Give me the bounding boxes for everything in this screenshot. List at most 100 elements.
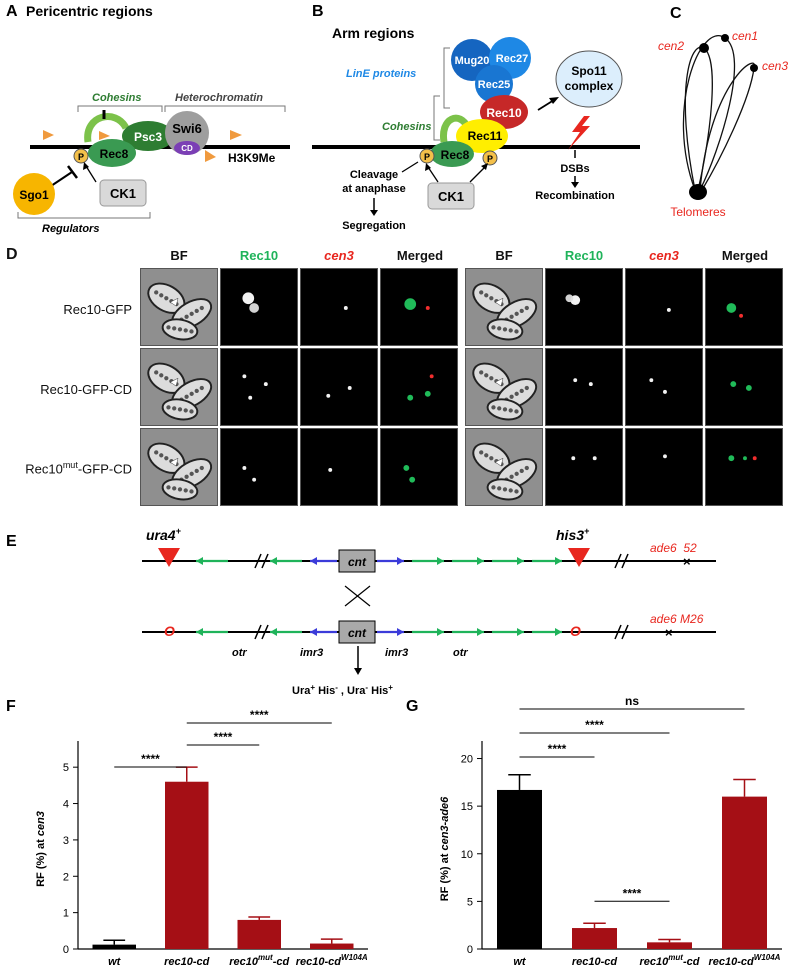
micrograph-image xyxy=(472,362,538,421)
micrograph-r1-c6 xyxy=(545,268,623,346)
row3-tail: -GFP-CD xyxy=(77,461,132,477)
category-label: rec10mut-cd xyxy=(229,953,289,968)
y-tick-label: 15 xyxy=(461,801,473,813)
micrograph-image xyxy=(573,378,593,387)
micrograph-image xyxy=(147,362,213,421)
bar-f-4 xyxy=(310,943,354,949)
ck1-arrowhead-a xyxy=(83,162,89,170)
significance-label: ns xyxy=(625,695,639,708)
sgo1-label: Sgo1 xyxy=(19,188,49,202)
significance-label: **** xyxy=(214,730,233,744)
cleavage-label-1: Cleavage xyxy=(350,169,398,181)
recombination-label: Recombination xyxy=(535,190,615,202)
dsb-lightning xyxy=(568,116,590,150)
cnt-label-2: cnt xyxy=(348,626,367,640)
recombination-arrowhead xyxy=(571,182,579,188)
micrograph-r2-c1 xyxy=(140,348,218,426)
micrograph-r3-c7 xyxy=(625,428,703,506)
micrograph-r1-c4 xyxy=(380,268,458,346)
y-tick-label: 5 xyxy=(467,896,473,908)
micrograph-r1-c1 xyxy=(140,268,218,346)
ck1-box-a xyxy=(99,179,147,207)
col-head-merged-2: Merged xyxy=(721,248,769,263)
rec8-protein-a xyxy=(88,139,136,167)
micrograph-image xyxy=(407,374,434,401)
category-label: wt xyxy=(108,956,122,968)
ura4-text: ura4 xyxy=(146,528,176,543)
cd-domain-a xyxy=(174,141,200,155)
cohesins-label-a: Cohesins xyxy=(92,92,142,104)
panel-a: A Pericentric regions Cohesins Heterochr… xyxy=(6,3,290,235)
row-label-rec10-gfp-cd: Rec10-GFP-CD xyxy=(40,382,132,397)
micrograph-r1-c3 xyxy=(300,268,378,346)
bar-f-1 xyxy=(92,944,136,949)
line-bracket xyxy=(443,47,450,109)
micrograph-r1-c8 xyxy=(705,268,783,346)
panel-e-letter: E xyxy=(6,533,17,550)
y-tick-label: 5 xyxy=(63,762,69,774)
cnt-label-1: cnt xyxy=(348,555,367,569)
ade6-52-mark: × xyxy=(683,554,691,569)
micrograph-r2-c2 xyxy=(220,348,298,426)
ck1-arrowhead-b2 xyxy=(481,163,488,170)
panel-c: C cen1 cen2 cen3 Telomeres xyxy=(658,5,788,219)
col-head-cen3-1: cen3 xyxy=(324,248,354,263)
rec10-label: Rec10 xyxy=(486,106,522,120)
panel-f-letter: F xyxy=(6,698,16,715)
micrograph-r2-c8 xyxy=(705,348,783,426)
panel-d-letter: D xyxy=(6,246,18,263)
bar-g-3 xyxy=(647,942,692,949)
bar-g-2 xyxy=(572,928,617,949)
rec11-protein xyxy=(456,119,508,153)
his3-text: his3 xyxy=(556,528,584,543)
micrograph-r1-c7 xyxy=(625,268,703,346)
y-tick-label: 1 xyxy=(63,908,69,920)
category-label: rec10-cdW104A xyxy=(709,953,781,968)
cohesins-bracket xyxy=(77,105,163,112)
swi6-protein xyxy=(165,111,209,155)
panel-b: B Arm regions LinE proteins Mug20 Rec27 … xyxy=(312,3,640,232)
ck1-arrow-b2 xyxy=(469,166,486,183)
spo11-label-1: Spo11 xyxy=(571,64,607,78)
heterochromatin-label: Heterochromatin xyxy=(175,92,263,104)
his3-plus: + xyxy=(584,528,590,536)
micrograph-image xyxy=(147,442,213,501)
psc3-protein xyxy=(122,121,174,151)
col-head-bf-2: BF xyxy=(495,248,513,263)
y-axis-label: RF (%) at cen3-ade6 xyxy=(439,796,451,901)
category-label: rec10-cd xyxy=(164,956,210,968)
cohesin-ring-a xyxy=(84,113,130,143)
cleavage-arrow xyxy=(401,161,419,173)
his3-marker xyxy=(568,548,590,567)
micrograph-image xyxy=(403,465,416,483)
spo11-label-2: complex xyxy=(565,79,614,93)
ck1-box-b xyxy=(427,182,475,210)
cleavage-label-2: at anaphase xyxy=(342,183,406,195)
panel-a-title: Pericentric regions xyxy=(26,3,153,19)
bar-f-2 xyxy=(165,781,209,949)
col-head-rec10-2: Rec10 xyxy=(564,248,604,263)
imr3-label-2: imr3 xyxy=(385,647,408,659)
mug20-label: Mug20 xyxy=(455,55,490,67)
sgo1-inhibition-bar xyxy=(67,165,78,179)
panel-g-letter: G xyxy=(406,698,418,715)
significance-label: **** xyxy=(585,718,604,732)
micrograph-r3-c2 xyxy=(220,428,298,506)
y-tick-label: 2 xyxy=(63,871,69,883)
phospho-label-a: P xyxy=(78,152,84,162)
h3k9me-flags xyxy=(43,130,242,162)
micrograph-image xyxy=(649,378,667,394)
regulators-bracket xyxy=(17,212,151,219)
micrograph-image xyxy=(728,455,757,462)
ck1-arrow-b1 xyxy=(427,166,439,183)
micrograph-r3-c8 xyxy=(705,428,783,506)
micrograph-image xyxy=(242,466,257,482)
telomeres-label: Telomeres xyxy=(670,205,725,219)
regulators-label: Regulators xyxy=(42,223,99,235)
micrograph-r1-c2 xyxy=(220,268,298,346)
micrograph-r1-c5 xyxy=(465,268,543,346)
his3-label: his3+ xyxy=(556,528,590,543)
crossover-line-2 xyxy=(344,585,371,607)
